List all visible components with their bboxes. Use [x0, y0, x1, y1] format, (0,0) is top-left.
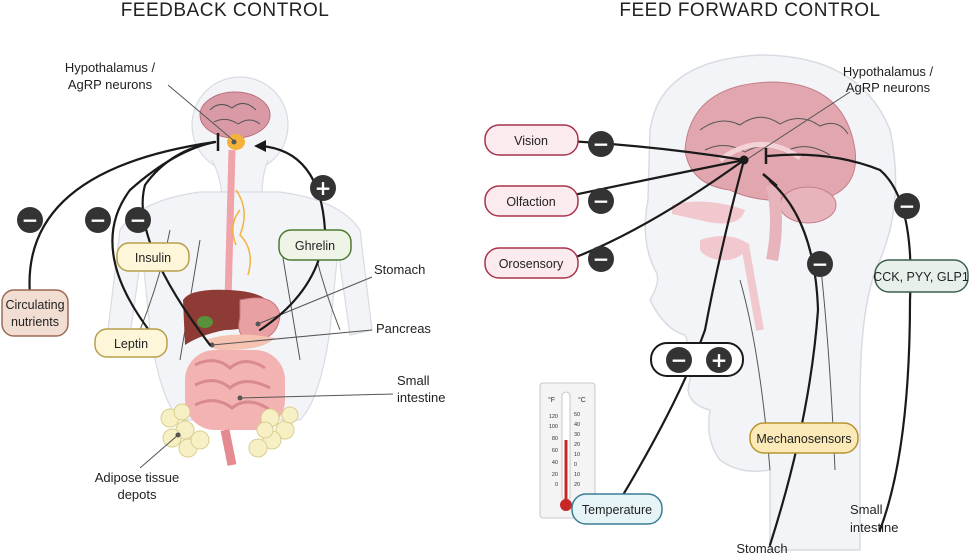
- svg-text:°C: °C: [578, 396, 586, 404]
- svg-text:Temperature: Temperature: [582, 503, 652, 517]
- plus-icon: +: [310, 175, 336, 201]
- feedback-wires: [28, 133, 327, 347]
- svg-text:0: 0: [574, 462, 577, 468]
- svg-text:20: 20: [574, 482, 580, 488]
- svg-text:−: −: [899, 194, 916, 218]
- minus-icon: −: [666, 347, 692, 373]
- minus-icon: −: [894, 193, 920, 219]
- svg-text:Mechanosensors: Mechanosensors: [756, 432, 851, 446]
- feedback-small-intestine-line1: Small: [397, 373, 430, 388]
- feedback-stomach-label: Stomach: [374, 262, 425, 277]
- svg-text:100: 100: [549, 424, 558, 430]
- feedforward-small-intestine-line2: intestine: [850, 520, 898, 535]
- vision-box: Vision: [484, 124, 579, 156]
- mechanosensors-box: Mechanosensors: [749, 422, 859, 454]
- svg-text:0: 0: [555, 482, 558, 488]
- olfaction-box: Olfaction: [484, 185, 579, 217]
- svg-text:40: 40: [552, 460, 558, 466]
- svg-text:Insulin: Insulin: [135, 251, 171, 265]
- svg-text:20: 20: [552, 472, 558, 478]
- svg-text:80: 80: [552, 436, 558, 442]
- svg-text:°F: °F: [548, 396, 555, 404]
- minus-icon: −: [807, 251, 833, 277]
- orosensory-box: Orosensory: [484, 247, 579, 279]
- feedback-adipose-line2: depots: [117, 487, 157, 502]
- minus-icon: −: [588, 246, 614, 272]
- svg-text:Vision: Vision: [514, 134, 548, 148]
- feedforward-small-intestine-line1: Small: [850, 502, 883, 517]
- feedforward-hypothalamus-line1: Hypothalamus /: [843, 64, 934, 79]
- plus-icon: +: [706, 347, 732, 373]
- svg-text:30: 30: [574, 432, 580, 438]
- feedback-title: FEEDBACK CONTROL: [121, 0, 330, 21]
- feedforward-hypothalamus-line2: AgRP neurons: [846, 80, 931, 95]
- feedback-hypothalamus-line1: Hypothalamus /: [65, 60, 156, 75]
- ghrelin-box: Ghrelin: [278, 229, 352, 261]
- svg-text:−: −: [593, 247, 610, 271]
- plus-minus-pill: − +: [650, 342, 744, 377]
- svg-text:Orosensory: Orosensory: [499, 257, 564, 271]
- circulating-nutrients-box: Circulating nutrients: [1, 289, 69, 337]
- minus-icon: −: [588, 188, 614, 214]
- svg-text:nutrients: nutrients: [11, 315, 59, 329]
- minus-icon: −: [125, 207, 151, 233]
- svg-text:40: 40: [574, 422, 580, 428]
- feedback-adipose-line1: Adipose tissue: [95, 470, 180, 485]
- minus-icon: −: [85, 207, 111, 233]
- svg-text:Olfaction: Olfaction: [506, 195, 555, 209]
- svg-text:10: 10: [574, 452, 580, 458]
- minus-icon: −: [588, 131, 614, 157]
- feedback-pancreas-label: Pancreas: [376, 321, 431, 336]
- svg-text:120: 120: [549, 414, 558, 420]
- feedforward-hypothalamus-pointer: [745, 91, 851, 161]
- svg-text:−: −: [812, 252, 829, 276]
- feedforward-title: FEED FORWARD CONTROL: [619, 0, 880, 21]
- svg-text:−: −: [671, 348, 688, 372]
- feedback-small-intestine-line2: intestine: [397, 390, 445, 405]
- svg-text:+: +: [711, 348, 728, 372]
- svg-text:+: +: [315, 176, 332, 200]
- feedback-hypothalamus-line2: AgRP neurons: [68, 77, 153, 92]
- svg-text:−: −: [22, 208, 39, 232]
- svg-text:CCK, PYY, GLP1: CCK, PYY, GLP1: [873, 270, 969, 284]
- svg-text:−: −: [90, 208, 107, 232]
- svg-text:Ghrelin: Ghrelin: [295, 239, 335, 253]
- svg-text:Leptin: Leptin: [114, 337, 148, 351]
- svg-text:20: 20: [574, 442, 580, 448]
- leptin-box: Leptin: [94, 328, 168, 358]
- svg-text:Circulating: Circulating: [5, 298, 64, 312]
- feedforward-stomach-label: Stomach: [736, 541, 787, 554]
- cck-pyy-glp1-box: CCK, PYY, GLP1: [873, 259, 969, 293]
- svg-text:60: 60: [552, 448, 558, 454]
- svg-text:50: 50: [574, 412, 580, 418]
- minus-icon: −: [17, 207, 43, 233]
- thermometer-icon: °F °C 120 100 80 60 40 20 0 50 40 30 20 …: [539, 382, 596, 519]
- svg-text:−: −: [593, 132, 610, 156]
- svg-text:−: −: [593, 189, 610, 213]
- temperature-box: Temperature: [571, 493, 663, 525]
- svg-text:10: 10: [574, 472, 580, 478]
- insulin-box: Insulin: [116, 242, 190, 272]
- head-illustration: [644, 54, 897, 551]
- svg-text:−: −: [130, 208, 147, 232]
